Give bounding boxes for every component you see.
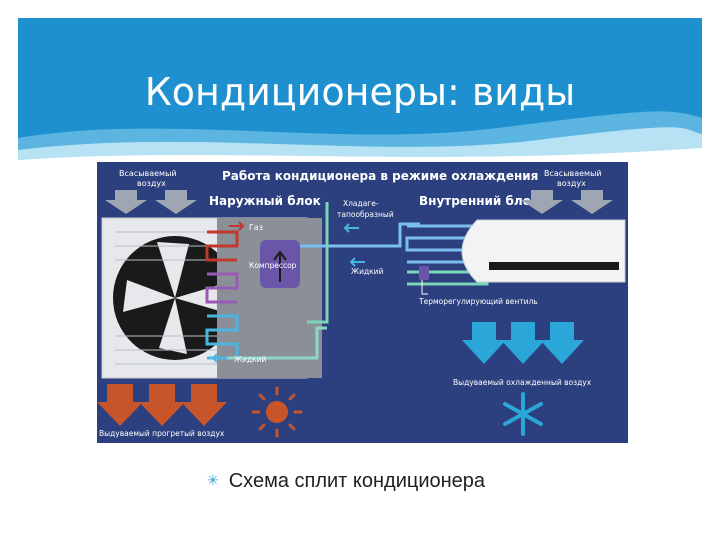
- compressor-label: Компрессор: [249, 261, 297, 270]
- intake-left-label-2: воздух: [137, 179, 166, 188]
- arrow-down-icon: [501, 322, 545, 364]
- split-ac-diagram: Работа кондиционера в режиме охлаждения …: [97, 162, 628, 443]
- refrigerant-label-1: Хладаге-: [343, 199, 379, 208]
- valve-label: Терморегулирующий вентиль: [418, 297, 538, 306]
- arrow-down-icon: [105, 190, 147, 214]
- valve: [419, 266, 429, 280]
- slide-header: Кондиционеры: виды: [18, 18, 702, 168]
- sun-icon: [251, 386, 303, 438]
- cold-air-label: Выдуваемый охлажденный воздух: [453, 378, 592, 387]
- arrow-down-icon: [540, 322, 584, 364]
- arrow-down-icon: [181, 384, 227, 426]
- indoor-unit: [461, 219, 626, 283]
- caption-text: Схема сплит кондиционера: [228, 470, 486, 492]
- intake-left-label-1: Всасываемый: [119, 169, 177, 178]
- intake-right-label-2: воздух: [557, 179, 586, 188]
- arrow-down-icon: [139, 384, 185, 426]
- slide-caption: ✳ Схема сплит кондиционера: [207, 470, 485, 493]
- refrigerant-label-2: тапообразный: [337, 210, 394, 219]
- snowflake-icon: [503, 392, 543, 436]
- liquid-label-bottom: Жидкий: [234, 355, 267, 364]
- hot-air-label: Выдуваемый прогретый воздух: [99, 429, 225, 438]
- arrow-down-icon: [462, 322, 506, 364]
- arrow-down-icon: [571, 190, 613, 214]
- bullet-icon: ✳: [207, 472, 219, 488]
- arrow-down-icon: [97, 384, 143, 426]
- intake-right-label-1: Всасываемый: [544, 169, 602, 178]
- outdoor-unit-label: Наружный блок: [209, 194, 321, 208]
- gas-label: Газ: [249, 223, 263, 232]
- liquid-label-top: Жидкий: [351, 267, 384, 276]
- indoor-unit-label: Внутренний блок: [419, 194, 539, 208]
- arrow-down-icon: [521, 190, 563, 214]
- arrow-down-icon: [155, 190, 197, 214]
- diagram-heading: Работа кондиционера в режиме охлаждения: [222, 169, 538, 183]
- page-title: Кондиционеры: виды: [144, 70, 576, 114]
